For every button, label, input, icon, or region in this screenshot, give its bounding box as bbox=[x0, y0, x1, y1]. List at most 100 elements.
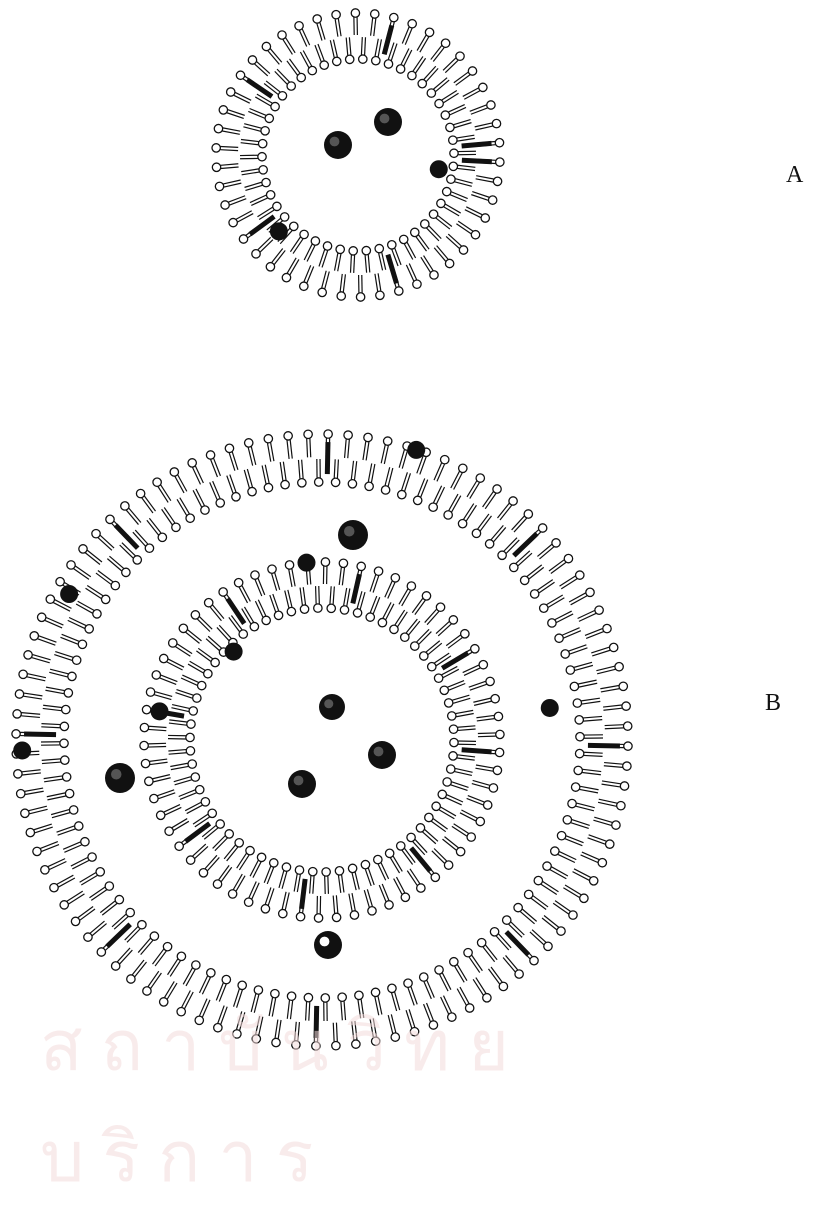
lipid-head bbox=[348, 480, 356, 488]
lipid-tail bbox=[241, 169, 259, 172]
lipid-head bbox=[548, 619, 556, 627]
lipid-tail bbox=[24, 693, 43, 696]
lipid-head bbox=[300, 605, 308, 613]
lipid-head bbox=[126, 908, 134, 916]
lipid-tail bbox=[214, 458, 221, 476]
lipid-head bbox=[274, 611, 282, 619]
lipid-tail bbox=[304, 265, 311, 281]
lipid-tail bbox=[605, 728, 624, 729]
lipid-tail bbox=[170, 763, 188, 766]
lipid-tail bbox=[355, 461, 357, 480]
lipid-head bbox=[544, 942, 552, 950]
lipid-head bbox=[443, 778, 451, 786]
lipid-head bbox=[298, 479, 306, 487]
liposome-diagram bbox=[0, 0, 814, 1060]
lipid-head bbox=[609, 643, 617, 651]
lipid-head bbox=[72, 656, 80, 664]
embedded-molecule bbox=[186, 824, 210, 842]
lipid-head bbox=[408, 20, 416, 28]
lipid-head bbox=[199, 869, 207, 877]
lipid-tail bbox=[588, 838, 606, 844]
lipid-tail bbox=[445, 798, 461, 805]
dot-highlight bbox=[320, 937, 330, 947]
lipid-tail bbox=[566, 836, 583, 843]
lipid-head bbox=[158, 533, 166, 541]
lipid-head bbox=[85, 625, 93, 633]
lipid-head bbox=[398, 490, 406, 498]
lipid-tail bbox=[22, 770, 41, 772]
lipid-head bbox=[530, 590, 538, 598]
lipid-tail bbox=[476, 765, 494, 768]
lipid-head bbox=[273, 202, 281, 210]
lipid-head bbox=[620, 782, 628, 790]
lipid-head bbox=[60, 739, 68, 747]
lipid-tail bbox=[469, 681, 486, 687]
dot-highlight bbox=[324, 699, 333, 708]
lipid-head bbox=[21, 809, 29, 817]
lipid-tail bbox=[264, 866, 271, 883]
lipid-head bbox=[60, 722, 68, 730]
lipid-head bbox=[576, 571, 584, 579]
lipid-tail bbox=[255, 601, 263, 617]
lipid-head bbox=[441, 39, 449, 47]
lipid-head bbox=[489, 784, 497, 792]
lipid-tail bbox=[165, 807, 181, 815]
lipid-head bbox=[374, 567, 382, 575]
lipid-tail bbox=[270, 595, 276, 612]
lipid-head bbox=[81, 838, 89, 846]
lipid-head bbox=[160, 654, 168, 662]
lipid-head bbox=[216, 820, 224, 828]
lipid-head bbox=[417, 884, 425, 892]
lipid-head bbox=[41, 866, 49, 874]
lipid-head bbox=[79, 545, 87, 553]
lipid-head bbox=[75, 822, 83, 830]
lipid-head bbox=[12, 730, 20, 738]
lipid-tail bbox=[250, 860, 258, 876]
dot-highlight bbox=[380, 114, 390, 124]
lipid-head bbox=[150, 794, 158, 802]
lipid-head bbox=[37, 613, 45, 621]
lipid-head bbox=[400, 235, 408, 243]
lipid-head bbox=[97, 948, 105, 956]
lipid-head bbox=[429, 503, 437, 511]
lipid-tail bbox=[374, 18, 376, 36]
lipid-tail bbox=[604, 763, 623, 765]
lipid-head bbox=[435, 99, 443, 107]
lipid-tail bbox=[373, 597, 380, 614]
lipid-tail bbox=[60, 637, 77, 644]
lipid-tail bbox=[352, 893, 355, 911]
lipid-head bbox=[557, 831, 565, 839]
lipid-tail bbox=[41, 724, 60, 725]
lipid-head bbox=[404, 979, 412, 987]
lipid-head bbox=[300, 230, 308, 238]
lipid-tail bbox=[346, 38, 348, 56]
lipid-head bbox=[471, 645, 479, 653]
lipid-head bbox=[207, 969, 215, 977]
lipid-tail bbox=[220, 150, 238, 151]
lipid-tail bbox=[290, 440, 292, 459]
lipid-tail bbox=[302, 460, 303, 479]
lipid-head bbox=[212, 163, 220, 171]
lipid-tail bbox=[220, 147, 238, 148]
lipid-tail bbox=[258, 600, 266, 616]
lipid-tail bbox=[255, 580, 262, 596]
lipid-tail bbox=[570, 648, 588, 654]
lipid-tail bbox=[158, 793, 175, 799]
lipid-tail bbox=[458, 729, 476, 730]
lipid-head bbox=[300, 282, 308, 290]
lipid-head bbox=[391, 574, 399, 582]
lipid-tail bbox=[43, 708, 62, 710]
lipid-tail bbox=[564, 631, 581, 638]
lipid-head bbox=[427, 89, 435, 97]
lipid-tail bbox=[463, 665, 479, 673]
membrane-bound-molecule bbox=[297, 554, 315, 572]
lipid-head bbox=[390, 13, 398, 21]
lipid-tail bbox=[169, 723, 187, 725]
lipid-tail bbox=[48, 859, 65, 867]
lipid-head bbox=[561, 650, 569, 658]
lipid-tail bbox=[405, 28, 412, 44]
lipid-head bbox=[262, 178, 270, 186]
lipid-head bbox=[251, 571, 259, 579]
lipid-tail bbox=[157, 790, 174, 796]
lipid-head bbox=[186, 747, 194, 755]
